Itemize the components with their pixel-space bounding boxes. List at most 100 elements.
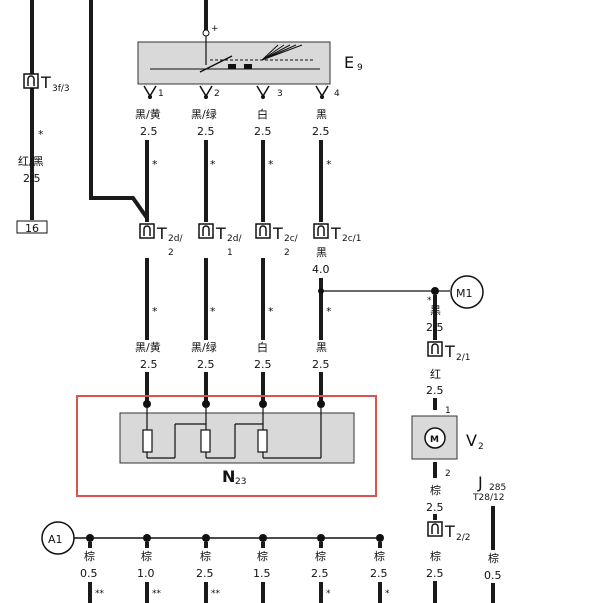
svg-text:**: **	[211, 589, 221, 599]
connector-t21: T 2/1	[427, 341, 470, 363]
svg-text:黑/黄: 黑/黄	[135, 340, 161, 354]
t3f-label: T	[40, 73, 51, 92]
svg-text:*: *	[385, 589, 390, 599]
connector-t3f: T 3f/3	[23, 73, 70, 94]
svg-text:1.5: 1.5	[253, 567, 271, 580]
svg-text:1.0: 1.0	[137, 567, 155, 580]
e9w4-gauge: 2.5	[312, 125, 330, 138]
bottom-wire-2: 棕 1.0 **	[137, 534, 162, 603]
svg-text:红: 红	[430, 368, 441, 381]
svg-text:2: 2	[478, 442, 484, 452]
e9-plus: +	[211, 24, 219, 34]
e9w2-color: 黑/绿	[191, 107, 217, 121]
svg-text:2c/: 2c/	[284, 234, 299, 244]
svg-text:T: T	[272, 224, 283, 243]
svg-text:棕: 棕	[257, 549, 268, 563]
svg-text:黑/绿: 黑/绿	[191, 340, 217, 354]
svg-text:*: *	[210, 305, 216, 318]
svg-text:3: 3	[277, 89, 283, 99]
svg-text:*: *	[268, 158, 274, 171]
e9-sub: 9	[357, 63, 363, 73]
svg-text:T: T	[156, 224, 167, 243]
svg-text:2.5: 2.5	[370, 567, 388, 580]
svg-text:2: 2	[214, 89, 220, 99]
svg-text:285: 285	[489, 483, 506, 493]
svg-text:2d/: 2d/	[227, 234, 242, 244]
svg-text:棕: 棕	[315, 549, 326, 563]
component-v2: M V 2	[411, 415, 484, 460]
svg-text:*: *	[152, 158, 158, 171]
left-wire-color: 红/黑	[18, 155, 44, 168]
e9-pin-1: 1	[143, 85, 164, 99]
box-16-label: 16	[25, 222, 39, 235]
svg-text:T: T	[330, 224, 341, 243]
e9-label: E	[344, 53, 354, 72]
m1w-gauge: 2.5	[426, 321, 444, 334]
e9w1-gauge: 2.5	[140, 125, 158, 138]
svg-text:*: *	[326, 589, 331, 599]
box-16: 16	[16, 220, 48, 235]
svg-text:0.5: 0.5	[484, 569, 502, 582]
svg-text:*: *	[326, 158, 332, 171]
m1w-color: 黑	[430, 304, 441, 317]
svg-text:2c/1: 2c/1	[342, 234, 361, 244]
svg-text:棕: 棕	[84, 549, 95, 563]
svg-text:4: 4	[334, 89, 340, 99]
component-e9: + E 9	[137, 24, 363, 85]
svg-text:1: 1	[158, 89, 164, 99]
connector-t2c1: T 2c/1	[313, 223, 361, 244]
svg-text:T: T	[444, 522, 455, 541]
svg-text:棕: 棕	[430, 483, 441, 497]
svg-text:黑: 黑	[316, 341, 327, 354]
svg-text:M: M	[430, 435, 439, 445]
connector-t2d2: T 2d/ 2	[139, 223, 183, 258]
svg-text:棕: 棕	[488, 551, 499, 565]
wire-crossover	[89, 0, 149, 220]
svg-text:T: T	[444, 342, 455, 361]
ground-a1: A1	[41, 521, 75, 555]
e9-pins: 1 2 3 4	[143, 85, 340, 99]
connector-t22: T 2/2	[427, 521, 470, 543]
e9w1-color: 黑/黄	[135, 107, 161, 121]
svg-text:2.5: 2.5	[140, 358, 158, 371]
svg-text:*: *	[427, 296, 432, 306]
bottom-wire-3: 棕 2.5 **	[196, 534, 221, 603]
svg-text:2.5: 2.5	[312, 358, 330, 371]
svg-text:M1: M1	[456, 287, 473, 300]
svg-text:2.5: 2.5	[197, 358, 215, 371]
e9w3-color: 白	[257, 107, 268, 121]
highlight-box	[76, 395, 377, 497]
svg-text:*: *	[210, 158, 216, 171]
n23-label: N	[222, 467, 235, 486]
svg-text:白: 白	[257, 340, 268, 354]
svg-text:2d/: 2d/	[168, 234, 183, 244]
svg-text:T28/12: T28/12	[472, 493, 504, 503]
svg-text:2.5: 2.5	[426, 501, 444, 514]
t2c1-out-gauge: 4.0	[312, 263, 330, 276]
connector-t2c2: T 2c/ 2	[255, 223, 299, 258]
svg-text:棕: 棕	[141, 549, 152, 563]
n23-sub: 23	[235, 477, 246, 487]
component-j285: J 285 T28/12	[472, 473, 506, 503]
svg-text:棕: 棕	[430, 549, 441, 563]
e9-pin-2: 2	[199, 85, 220, 99]
component-n23: N 23	[119, 400, 355, 487]
svg-text:2: 2	[168, 248, 174, 258]
svg-text:J: J	[477, 473, 483, 492]
svg-text:**: **	[95, 589, 105, 599]
svg-text:2/2: 2/2	[456, 533, 470, 543]
svg-text:*: *	[268, 305, 274, 318]
svg-text:2.5: 2.5	[196, 567, 214, 580]
svg-text:2: 2	[445, 469, 451, 479]
t3f-sub: 3f/3	[52, 84, 70, 94]
e9w4-color: 黑	[316, 108, 327, 121]
e9-pin-4: 4	[315, 85, 340, 99]
e9w2-gauge: 2.5	[197, 125, 215, 138]
svg-text:*: *	[326, 305, 332, 318]
bottom-wire-1: 棕 0.5 **	[80, 534, 105, 603]
e9-pin-3: 3	[256, 85, 283, 99]
v2-label: V	[466, 431, 477, 450]
svg-text:1: 1	[445, 406, 451, 416]
svg-text:**: **	[152, 589, 162, 599]
